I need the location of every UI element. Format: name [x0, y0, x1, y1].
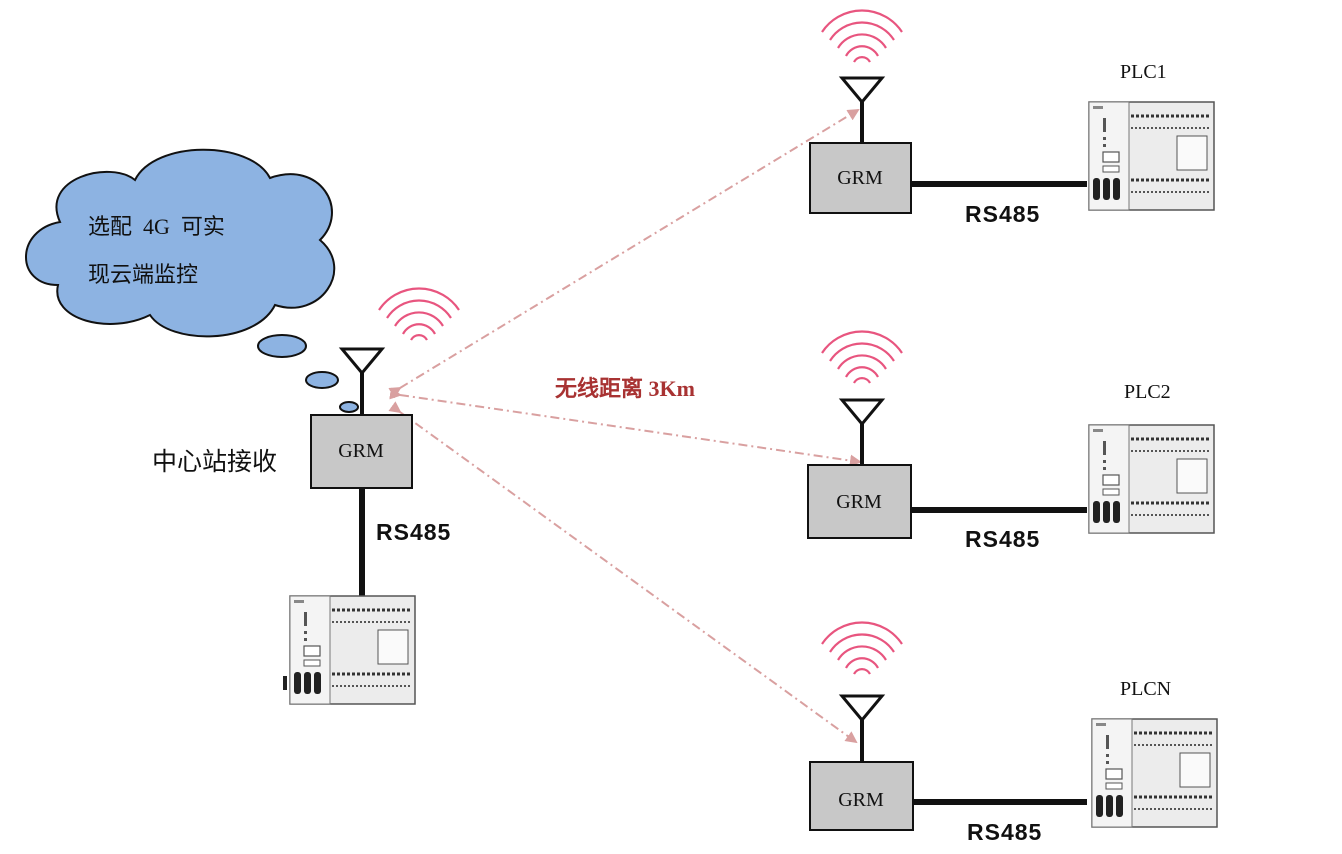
cloud-bubble-medium — [305, 371, 339, 389]
antenna-icon — [840, 76, 884, 104]
station-plc1: GRM RS485 PLC1 — [809, 9, 1216, 227]
plc-device — [1090, 717, 1219, 829]
radio-wave-icon — [377, 287, 461, 342]
grm-label: GRM — [837, 167, 883, 189]
plc-device — [1087, 100, 1216, 212]
plc-label: PLCN — [1120, 678, 1171, 700]
cloud-bubble-small — [339, 401, 359, 413]
center-station-label: 中心站接收 — [152, 448, 277, 476]
center-plc-device — [288, 594, 417, 706]
grm-module — [809, 142, 912, 214]
radio-wave-icon — [820, 330, 904, 385]
distance-label: 无线距离 3Km — [555, 376, 695, 401]
station-plc2: GRM RS485 PLC2 — [807, 330, 1216, 552]
grm-module — [809, 761, 914, 831]
center-plc-port — [283, 676, 287, 690]
center-rs485-label: RS485 — [376, 519, 451, 545]
radio-wave-icon — [820, 621, 904, 676]
link-plc2 — [389, 387, 862, 467]
station-plcn: GRM RS485 PLCN — [809, 621, 1219, 845]
plc-label: PLC2 — [1124, 381, 1171, 403]
rs485-label: RS485 — [965, 201, 1040, 227]
plc-label: PLC1 — [1120, 61, 1167, 83]
grm-module — [807, 464, 912, 539]
grm-label: GRM — [838, 789, 884, 811]
antenna-icon — [840, 694, 884, 722]
link-plc1 — [388, 108, 860, 399]
plc-device — [1087, 423, 1216, 535]
rs485-label: RS485 — [967, 819, 1042, 845]
grm-label: GRM — [836, 491, 882, 513]
radio-wave-icon — [820, 9, 904, 64]
wireless-links — [388, 108, 862, 744]
link-plcn — [388, 401, 858, 744]
cloud-bubble-large — [257, 334, 307, 358]
cloud-text-line1: 选配 4G 可实 — [88, 214, 225, 239]
rs485-label: RS485 — [965, 526, 1040, 552]
cloud-text-line2: 现云端监控 — [88, 262, 198, 287]
center-grm-label: GRM — [338, 440, 384, 462]
antenna-icon — [840, 398, 884, 426]
center-station: GRM 中心站接收 RS485 — [152, 287, 461, 706]
antenna-icon — [340, 347, 384, 375]
cloud-shape — [25, 148, 336, 338]
cloud-callout: 选配 4G 可实 现云端监控 — [25, 148, 359, 413]
